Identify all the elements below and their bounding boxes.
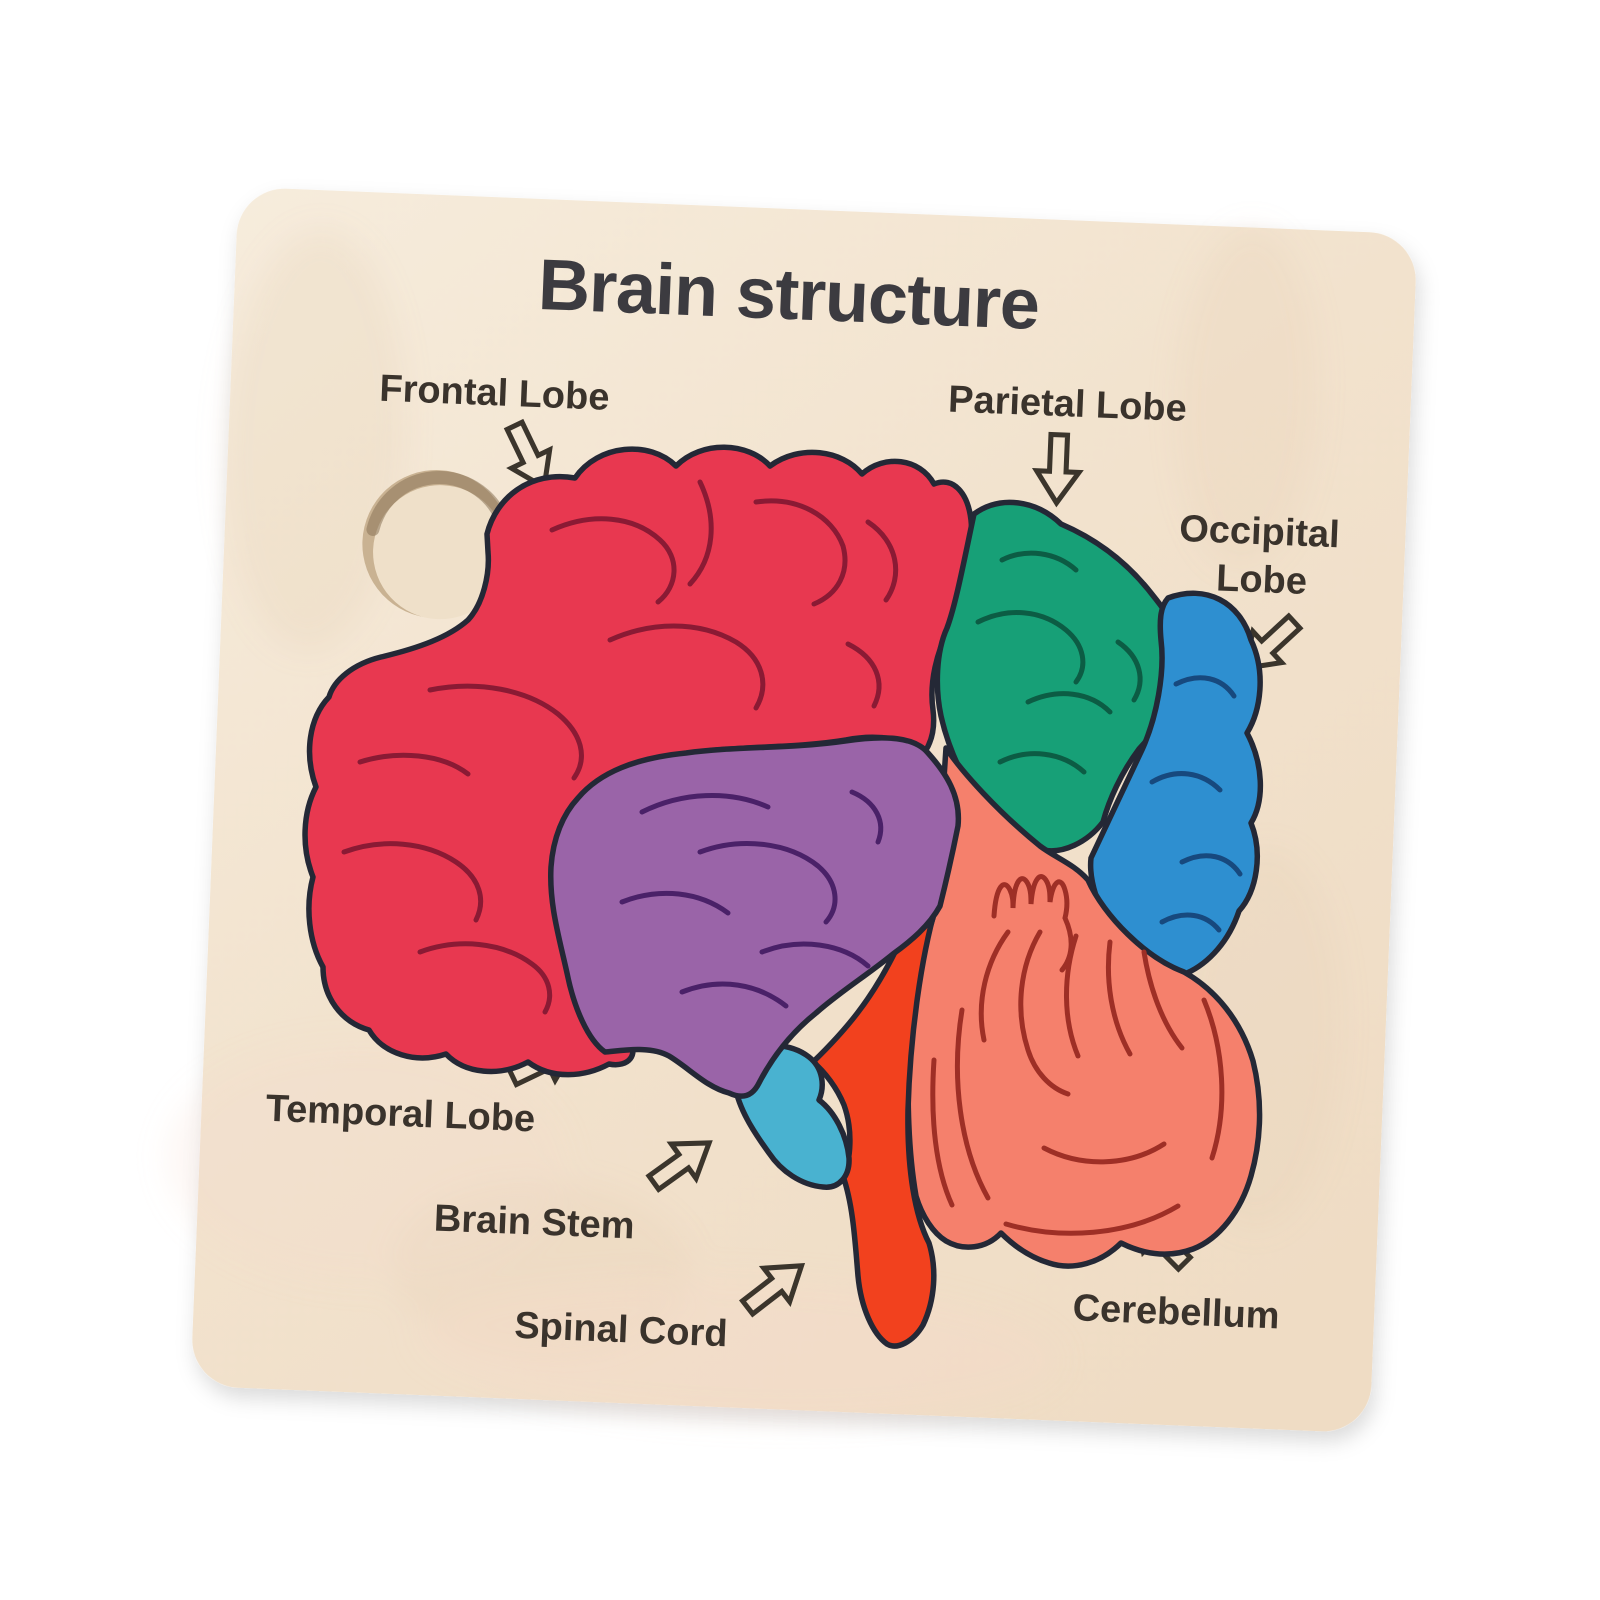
cerebellum-folia-lines [930, 874, 1225, 1236]
temporal-lobe-piece [547, 735, 962, 1099]
spinal-cord-piece [810, 903, 939, 1349]
label-parietal-lobe: Parietal Lobe [947, 378, 1187, 430]
label-brain-stem: Brain Stem [433, 1197, 635, 1247]
label-occipital-lobe-line1: Occipital [1178, 508, 1340, 556]
label-frontal-lobe: Frontal Lobe [379, 368, 611, 419]
label-occipital-lobe-line2: Lobe [1215, 557, 1307, 603]
occipital-lobe-gyri-lines [1149, 675, 1243, 933]
label-spinal-cord: Spinal Cord [514, 1305, 729, 1356]
frontal-lobe-gyri-lines [341, 479, 899, 1015]
label-cerebellum: Cerebellum [1072, 1287, 1280, 1337]
finger-hole [362, 470, 511, 620]
temporal-lobe-gyri-lines [619, 789, 884, 1009]
brain-puzzle-pieces [302, 444, 1263, 1349]
parietal-lobe-gyri-lines [975, 550, 1143, 775]
